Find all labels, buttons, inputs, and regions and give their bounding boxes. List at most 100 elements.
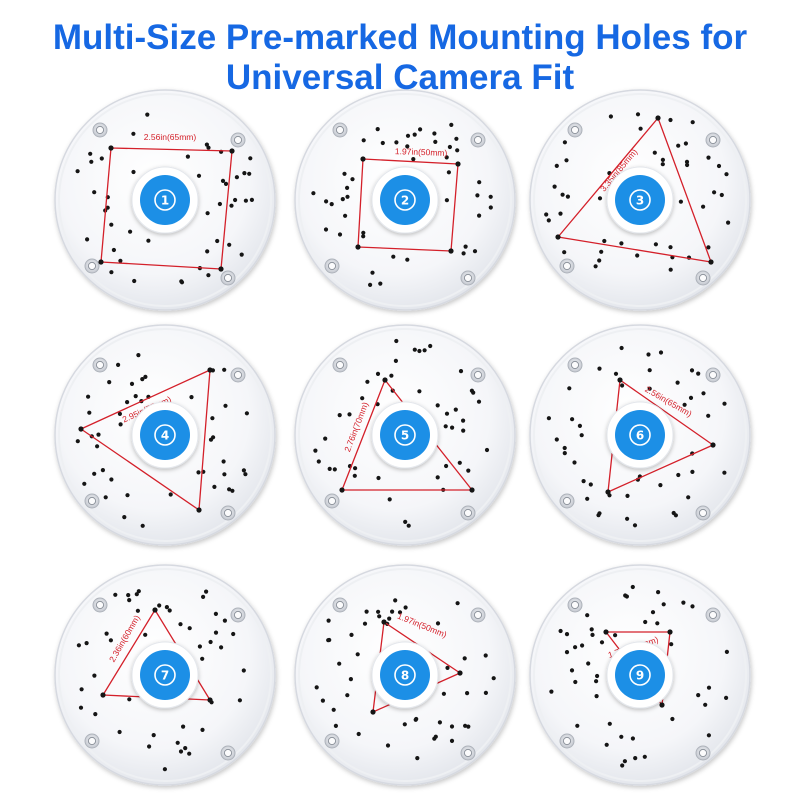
mounting-hole xyxy=(646,352,651,357)
guide-vertex-hole xyxy=(448,248,454,254)
mounting-hole xyxy=(215,238,220,244)
mounting-hole xyxy=(206,145,211,150)
mounting-hole xyxy=(675,380,680,385)
mounting-hole xyxy=(394,338,399,344)
mounting-hole xyxy=(311,191,316,196)
mounting-hole xyxy=(660,157,666,162)
mounting-hole xyxy=(183,746,188,751)
guide-vertex-hole xyxy=(339,487,345,493)
mounting-hole xyxy=(484,447,490,453)
screw-hole-center xyxy=(233,610,243,620)
mounting-hole xyxy=(457,460,462,465)
mounting-hole xyxy=(127,598,132,603)
mounting-hole xyxy=(594,679,599,684)
mounting-hole xyxy=(352,473,357,478)
mounting-hole xyxy=(204,142,209,147)
mounting-hole xyxy=(443,424,448,429)
screw-hole-center xyxy=(562,736,572,746)
mounting-hole xyxy=(573,679,578,685)
mounting-hole xyxy=(157,603,162,608)
mounting-hole xyxy=(444,463,449,469)
mounting-hole xyxy=(116,362,121,367)
mounting-hole xyxy=(164,605,169,610)
guide-vertex-hole xyxy=(207,367,213,373)
mounting-hole xyxy=(461,418,466,423)
mounting-hole xyxy=(435,475,440,480)
mounting-hole xyxy=(463,244,468,249)
screw-hole-center xyxy=(698,508,708,518)
mounting-hole xyxy=(391,254,396,259)
screw-hole-center xyxy=(233,370,243,380)
mounting-hole xyxy=(179,280,185,285)
mounting-hole xyxy=(89,159,94,164)
mounting-hole xyxy=(229,203,234,208)
headline-line-2: Universal Camera Fit xyxy=(225,58,575,97)
mounting-hole xyxy=(337,232,343,237)
mounting-hole xyxy=(143,632,148,637)
mounting-hole xyxy=(619,241,624,246)
mounting-hole xyxy=(79,687,84,692)
mounting-hole xyxy=(145,112,150,117)
badge-number-ring xyxy=(394,424,416,446)
mounting-hole xyxy=(722,470,727,475)
screw-hole-center xyxy=(708,610,718,620)
mounting-hole xyxy=(243,198,248,203)
mounting-hole xyxy=(701,391,706,396)
badge-number-ring xyxy=(394,664,416,686)
plate-rim xyxy=(533,568,747,782)
mounting-hole xyxy=(449,724,455,729)
mounting-plate-7: 2.36in(60mm)7 xyxy=(54,564,276,786)
mounting-hole xyxy=(590,632,595,638)
plate-rim xyxy=(533,93,747,307)
mounting-hole xyxy=(140,523,145,528)
mounting-hole xyxy=(332,467,337,472)
mounting-hole xyxy=(706,245,711,250)
mounting-hole xyxy=(233,197,238,203)
mounting-hole xyxy=(230,488,235,493)
mounting-hole xyxy=(567,386,572,391)
mounting-hole xyxy=(565,194,571,199)
mounting-hole xyxy=(223,403,228,408)
guide-outline xyxy=(557,117,712,263)
mounting-hole xyxy=(655,621,660,626)
mounting-hole xyxy=(213,630,219,635)
mounting-hole xyxy=(107,380,112,385)
mounting-hole xyxy=(608,114,614,119)
mounting-hole xyxy=(213,611,218,617)
mounting-hole xyxy=(441,691,446,696)
mounting-hole xyxy=(668,245,673,250)
mounting-hole xyxy=(461,251,466,256)
mounting-hole xyxy=(455,148,460,153)
mounting-hole xyxy=(403,519,408,525)
mounting-hole xyxy=(573,645,578,650)
guide-vertex-hole xyxy=(100,692,106,698)
screw-hole-center xyxy=(473,370,483,380)
mounting-hole xyxy=(377,614,382,619)
mounting-hole xyxy=(134,592,139,597)
guide-vertex-hole xyxy=(469,487,475,493)
mounting-hole xyxy=(549,689,554,694)
mounting-hole xyxy=(196,173,202,178)
mounting-hole xyxy=(247,171,252,176)
mounting-hole xyxy=(78,705,84,710)
mounting-hole xyxy=(716,163,722,169)
mounting-hole xyxy=(588,482,593,487)
mounting-hole xyxy=(125,400,130,405)
screw-hole-center xyxy=(463,273,473,283)
mounting-hole xyxy=(222,367,227,372)
mounting-hole xyxy=(151,733,156,738)
guide-vertex-hole xyxy=(655,115,661,121)
badge-number-ring xyxy=(629,189,651,211)
screw-hole-center xyxy=(570,600,580,610)
plate-number: 1 xyxy=(161,193,169,207)
mounting-hole xyxy=(337,661,342,666)
mounting-hole xyxy=(118,422,123,427)
screw-hole-center xyxy=(87,496,97,506)
screw-hole-center xyxy=(223,748,233,758)
mounting-hole xyxy=(129,381,135,386)
mounting-hole xyxy=(241,668,246,673)
mounting-hole xyxy=(564,158,569,163)
mounting-hole xyxy=(223,181,229,186)
mounting-hole xyxy=(696,371,701,376)
